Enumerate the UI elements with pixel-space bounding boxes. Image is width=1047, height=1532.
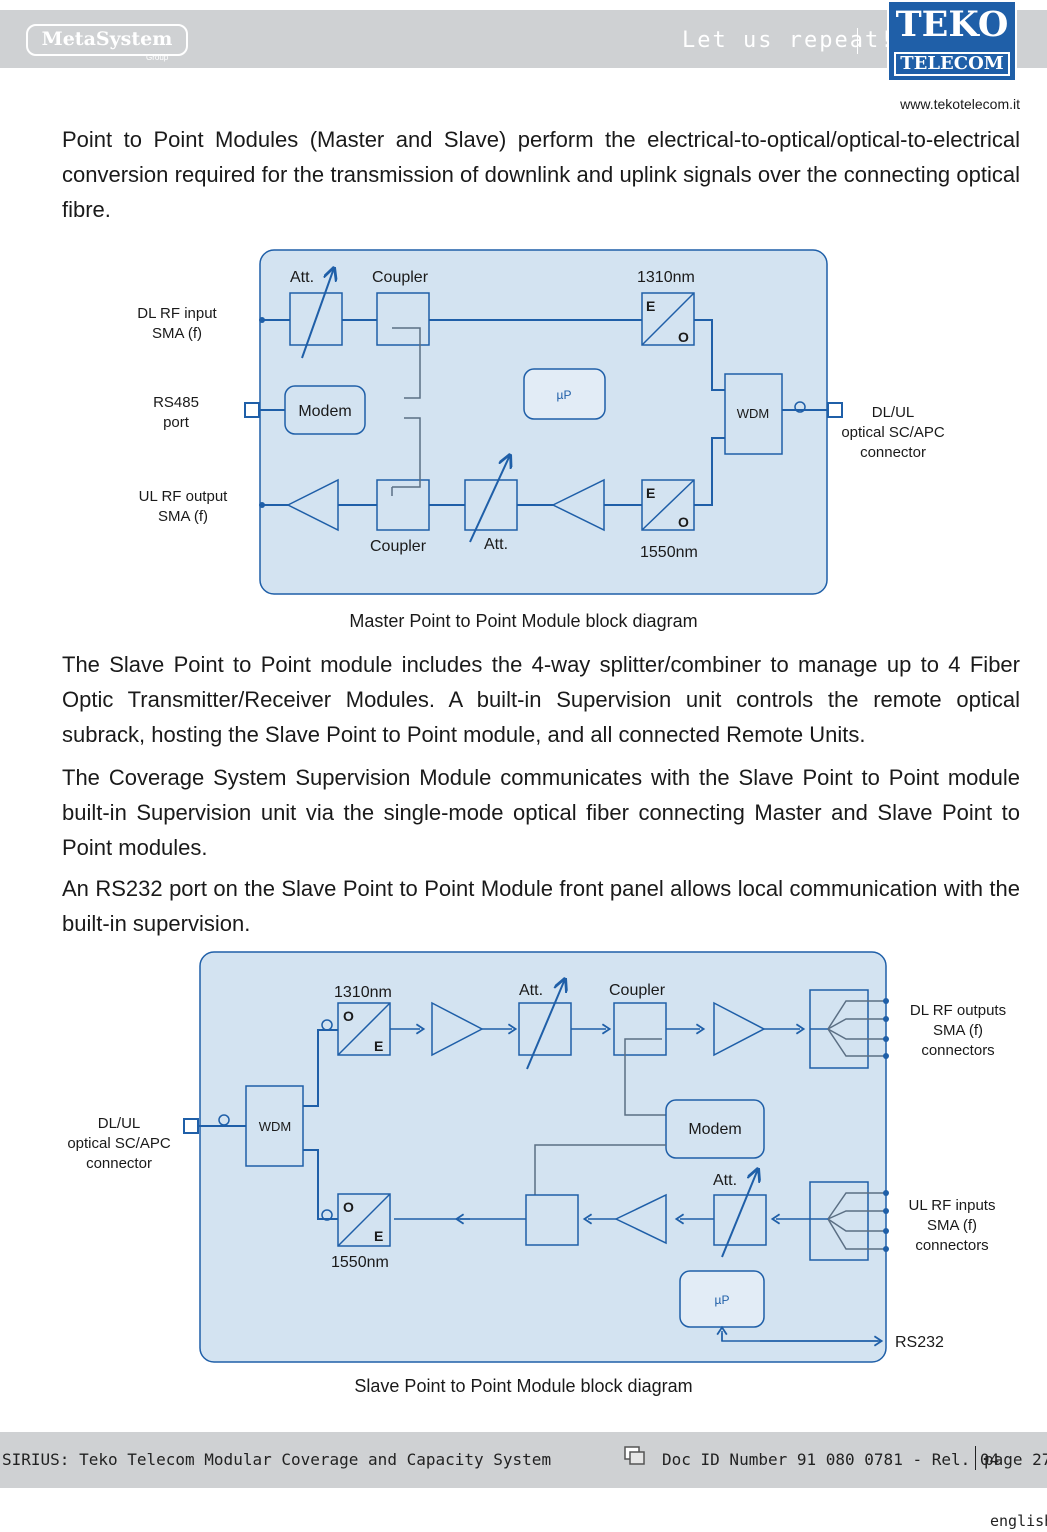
slave-block-diagram: 1310nm O E Att. Coupler WDM Modem Att. O…: [67, 951, 1006, 1363]
fiber-loop-icon: [321, 1019, 333, 1031]
slave-module-paragraph: The Slave Point to Point module includes…: [62, 652, 1020, 747]
slave-modem: [665, 1099, 765, 1159]
dl-output-port: [883, 1016, 889, 1022]
slave-wdm: [245, 1085, 304, 1167]
master-block-diagram: Att. Coupler 1310nm E O Modem µP WDM E O…: [137, 249, 945, 595]
dlul-optical-port: [183, 1118, 199, 1134]
wdm-label: WDM: [737, 406, 770, 421]
master-coupler-ul: [376, 479, 430, 531]
master-coupler-dl: [376, 292, 430, 346]
o-label: O: [343, 1199, 354, 1215]
wdm-label: WDM: [259, 1119, 292, 1134]
master-caption: Master Point to Point Module block diagr…: [349, 611, 698, 631]
master-up: [523, 368, 606, 420]
att-label: Att.: [484, 536, 508, 553]
e-label: E: [646, 298, 655, 314]
nm1550-label: 1550nm: [640, 544, 698, 561]
rs232-label: RS232: [895, 1334, 944, 1351]
dl-output-port: [883, 1053, 889, 1059]
footer-page: page 27: [984, 1450, 1047, 1469]
ul-input-port: [883, 1228, 889, 1234]
slogan: Let us repeat!: [682, 28, 896, 53]
o-label: O: [343, 1008, 354, 1024]
fiber-loop-icon: [218, 1114, 230, 1126]
ul-input-port: [883, 1208, 889, 1214]
up-label: µP: [715, 1293, 730, 1307]
metasystem-group-label: Group: [146, 53, 169, 62]
o-label: O: [678, 514, 689, 530]
rs485-port: [244, 402, 260, 418]
master-wdm: [724, 373, 783, 455]
master-amp-ul-out: [286, 478, 339, 532]
up-label: µP: [557, 388, 572, 402]
metasystem-logo: MetaSystem: [26, 24, 188, 56]
slave-amp-dl-1: [431, 1001, 484, 1057]
slave-caption: Slave Point to Point Module block diagra…: [354, 1376, 693, 1396]
slave-coupler-dl: [613, 1002, 667, 1056]
modem-label: Modem: [298, 403, 351, 420]
coupler-label: Coupler: [372, 269, 429, 286]
coupler-label: Coupler: [370, 538, 427, 555]
slave-amp-dl-2: [713, 1001, 766, 1057]
footer-bar: [0, 1432, 1047, 1488]
master-att-ul: [464, 479, 518, 531]
ul-output-port: [259, 502, 265, 508]
header-divider: [857, 28, 858, 54]
dl-output-port: [883, 1036, 889, 1042]
e-label: E: [646, 485, 655, 501]
footer-title: SIRIUS: Teko Telecom Modular Coverage an…: [2, 1450, 552, 1469]
modem-label: Modem: [688, 1121, 741, 1138]
nm1310-label: 1310nm: [334, 984, 392, 1001]
att-label: Att.: [290, 269, 314, 286]
website-url: www.tekotelecom.it: [900, 96, 1020, 112]
dl-output-port: [883, 998, 889, 1004]
ul-input-port: [883, 1246, 889, 1252]
e-label: E: [374, 1228, 383, 1244]
supervision-paragraph: The Coverage System Supervision Module c…: [62, 765, 1020, 860]
att-label: Att.: [519, 982, 543, 999]
footer-divider: [975, 1446, 976, 1470]
language-label: english: [990, 1512, 1047, 1530]
logo-top-text: TEKO: [895, 4, 1009, 45]
o-label: O: [678, 329, 689, 345]
slave-amp-ul: [614, 1193, 667, 1245]
nm1310-label: 1310nm: [637, 269, 695, 286]
dl-input-port: [259, 317, 265, 323]
fiber-loop-icon: [794, 401, 806, 413]
nm1550-label: 1550nm: [331, 1254, 389, 1271]
teko-telecom-logo: TEKO TELECOM: [887, 0, 1017, 82]
logo-bottom-text: TELECOM: [894, 52, 1010, 76]
footer-doc-id: Doc ID Number 91 080 0781 - Rel. 04: [662, 1450, 1000, 1469]
e-label: E: [374, 1038, 383, 1054]
slave-coupler-ul: [525, 1194, 579, 1246]
coupler-label: Coupler: [609, 982, 666, 999]
ul-input-port: [883, 1190, 889, 1196]
dlul-optical-port: [827, 402, 843, 418]
slave-combiner: [809, 1181, 869, 1261]
slave-att-dl: [518, 1002, 572, 1056]
fiber-loop-icon: [321, 1209, 333, 1221]
intro-paragraph: Point to Point Modules (Master and Slave…: [62, 127, 1020, 222]
rs232-paragraph: An RS232 port on the Slave Point to Poin…: [62, 876, 1020, 936]
slave-att-ul: [713, 1194, 767, 1246]
header-bar: [0, 10, 1047, 68]
master-amp-ul: [551, 478, 605, 532]
att-label: Att.: [713, 1172, 737, 1189]
document-icon: [624, 1446, 645, 1465]
